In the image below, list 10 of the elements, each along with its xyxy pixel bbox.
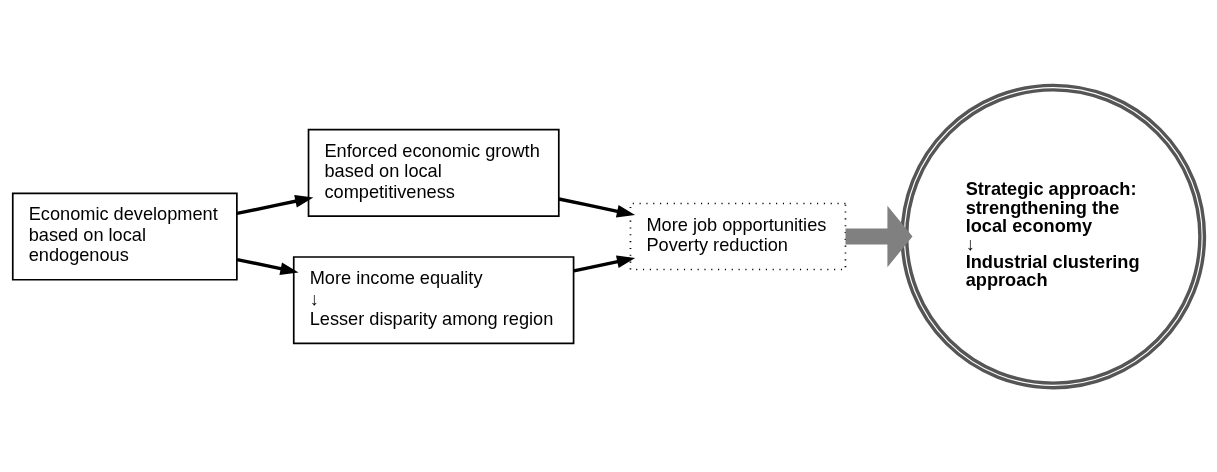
node-circle: Strategic approach: strengthening the local economy ↓ Industrial clustering approach	[900, 83, 1207, 389]
node-box: Enforced economic growth based on local competitiveness	[307, 128, 560, 217]
node-box: Economic development based on local endogenous	[11, 191, 238, 281]
arrow	[236, 257, 299, 275]
node-box: More income equality ↓ Lesser disparity among region	[292, 255, 575, 344]
arrow	[845, 205, 913, 267]
node-box: More job opportunities Poverty reduction	[629, 202, 847, 270]
arrow	[236, 194, 314, 215]
arrow	[573, 254, 636, 273]
arrow	[558, 196, 636, 218]
